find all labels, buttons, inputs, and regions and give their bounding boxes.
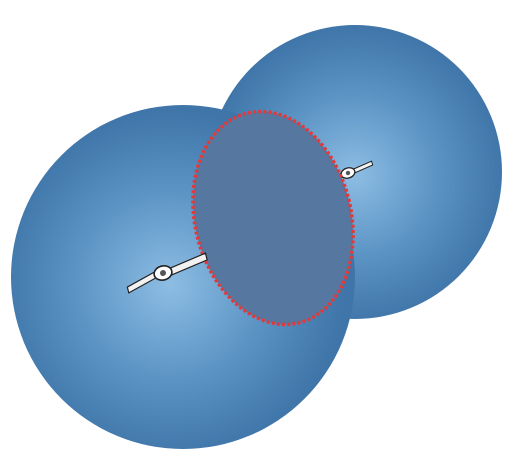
sphere-intersection-diagram: [0, 0, 509, 457]
diagram-stage: [0, 0, 509, 457]
